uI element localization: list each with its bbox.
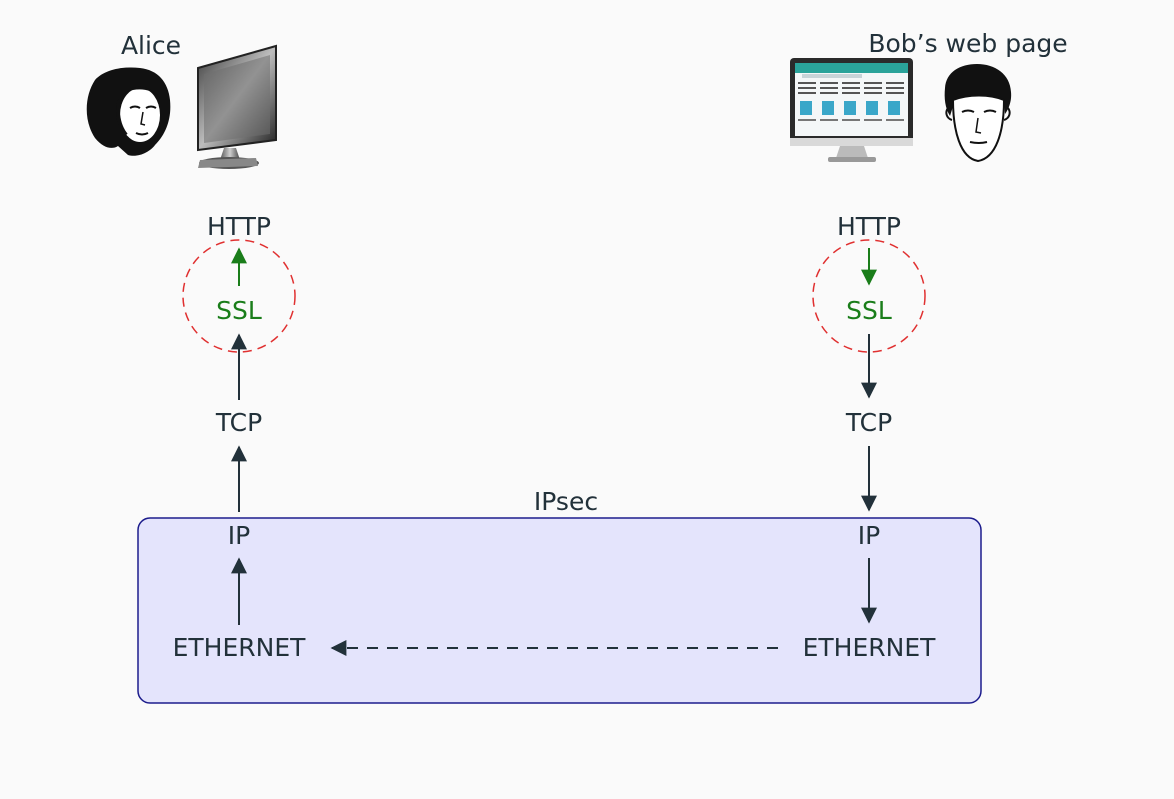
alice-ip-label: IP — [228, 521, 250, 550]
bob-portrait-icon — [944, 64, 1012, 163]
alice-portrait-icon — [86, 67, 171, 156]
bob-tcp-label: TCP — [845, 408, 892, 437]
alice-ssl-circle — [182, 239, 296, 353]
alice-ssl-label: SSL — [216, 296, 262, 325]
ipsec-label: IPsec — [534, 487, 598, 516]
alice-tcp-label: TCP — [215, 408, 262, 437]
bob-ssl-label: SSL — [846, 296, 892, 325]
ipsec-tunnel — [137, 517, 982, 704]
bob-ssl-circle — [812, 239, 926, 353]
bob-ip-label: IP — [858, 521, 880, 550]
bob-label: Bob’s web page — [868, 29, 1067, 58]
monitor-webpage-icon — [790, 58, 913, 162]
bob-http-label: HTTP — [837, 212, 901, 241]
alice-http-label: HTTP — [207, 212, 271, 241]
monitor-icon — [197, 44, 277, 169]
alice-label: Alice — [121, 31, 181, 60]
bob-ethernet-label: ETHERNET — [803, 633, 937, 662]
alice-ethernet-label: ETHERNET — [173, 633, 307, 662]
